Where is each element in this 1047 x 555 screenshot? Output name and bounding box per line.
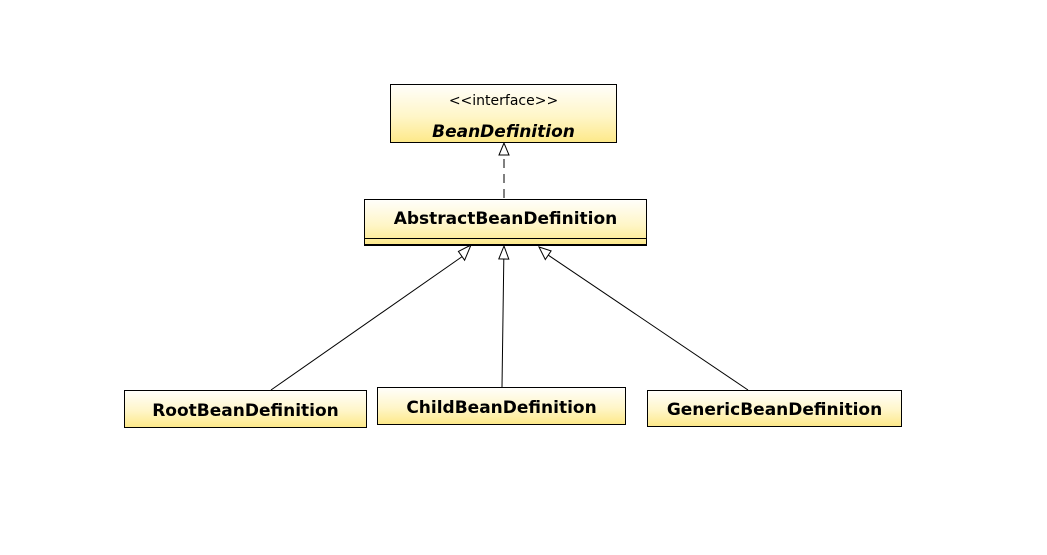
interface-bean-definition[interactable]: <<interface>> BeanDefinition [390, 84, 617, 143]
child-class-name: ChildBeanDefinition [406, 398, 597, 418]
generic-class-name: GenericBeanDefinition [666, 400, 883, 420]
class-abstract-bean-definition[interactable]: AbstractBeanDefinition [364, 199, 647, 246]
realization-edge [498, 141, 510, 198]
root-class-name: RootBeanDefinition [152, 401, 339, 421]
class-generic-bean-definition[interactable]: GenericBeanDefinition [647, 390, 902, 427]
generalization-edge-generic [538, 246, 749, 391]
interface-name: BeanDefinition [432, 122, 575, 142]
generalization-edge-child [498, 244, 510, 388]
class-name-compartment: AbstractBeanDefinition [365, 200, 646, 239]
class-attribute-compartment [365, 239, 646, 245]
abstract-class-name: AbstractBeanDefinition [393, 209, 618, 229]
class-child-bean-definition[interactable]: ChildBeanDefinition [377, 387, 626, 425]
interface-stereotype: <<interface>> [448, 93, 559, 109]
generalization-edge-root [270, 243, 472, 391]
class-root-bean-definition[interactable]: RootBeanDefinition [124, 390, 367, 428]
